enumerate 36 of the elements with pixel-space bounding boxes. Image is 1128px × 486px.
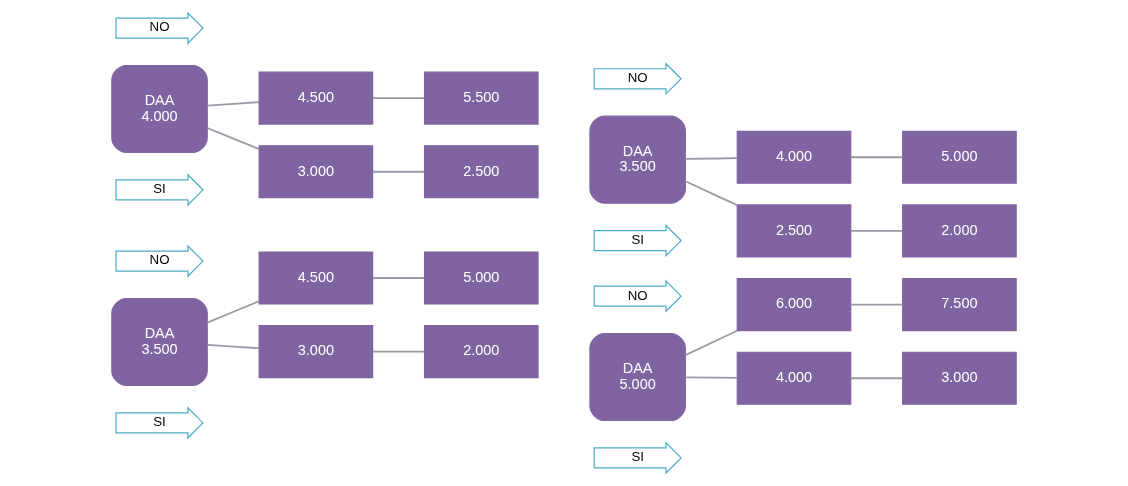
- connector: [371, 170, 426, 173]
- connector: [371, 97, 426, 99]
- connector: [849, 230, 904, 232]
- node-box: 7.500: [902, 278, 1017, 332]
- connector: [684, 180, 739, 207]
- node-box: 4.500: [258, 71, 374, 125]
- connector: [849, 156, 904, 159]
- node-box: 3.000: [258, 325, 374, 379]
- node-box: 2.000: [423, 325, 539, 379]
- node-box: 2.500: [423, 145, 539, 199]
- node-box: 6.000: [736, 278, 852, 332]
- connector: [849, 303, 904, 306]
- connector: [206, 344, 260, 350]
- connector: [684, 376, 739, 379]
- node-box: DAA 3.500: [589, 115, 686, 204]
- connector: [206, 127, 260, 150]
- node-box: DAA 3.500: [111, 297, 208, 387]
- connector: [206, 300, 260, 324]
- connector: [684, 157, 739, 160]
- connector: [371, 277, 426, 279]
- node-box: 4.000: [736, 130, 852, 184]
- node-box: 2.500: [736, 204, 852, 258]
- connector: [849, 377, 904, 380]
- node-box: 4.000: [736, 351, 852, 405]
- node-box: DAA 4.000: [111, 64, 208, 154]
- connector: [206, 101, 260, 107]
- connector: [684, 329, 739, 356]
- node-box: 2.000: [902, 204, 1017, 258]
- node-box: 3.000: [902, 351, 1017, 405]
- node-box: 5.000: [902, 130, 1017, 184]
- node-box: 5.500: [423, 71, 539, 125]
- node-box: 5.000: [423, 251, 539, 305]
- connector: [371, 350, 426, 353]
- node-box: 3.000: [258, 145, 374, 199]
- node-box: 4.500: [258, 251, 374, 305]
- node-box: DAA 5.000: [589, 332, 686, 422]
